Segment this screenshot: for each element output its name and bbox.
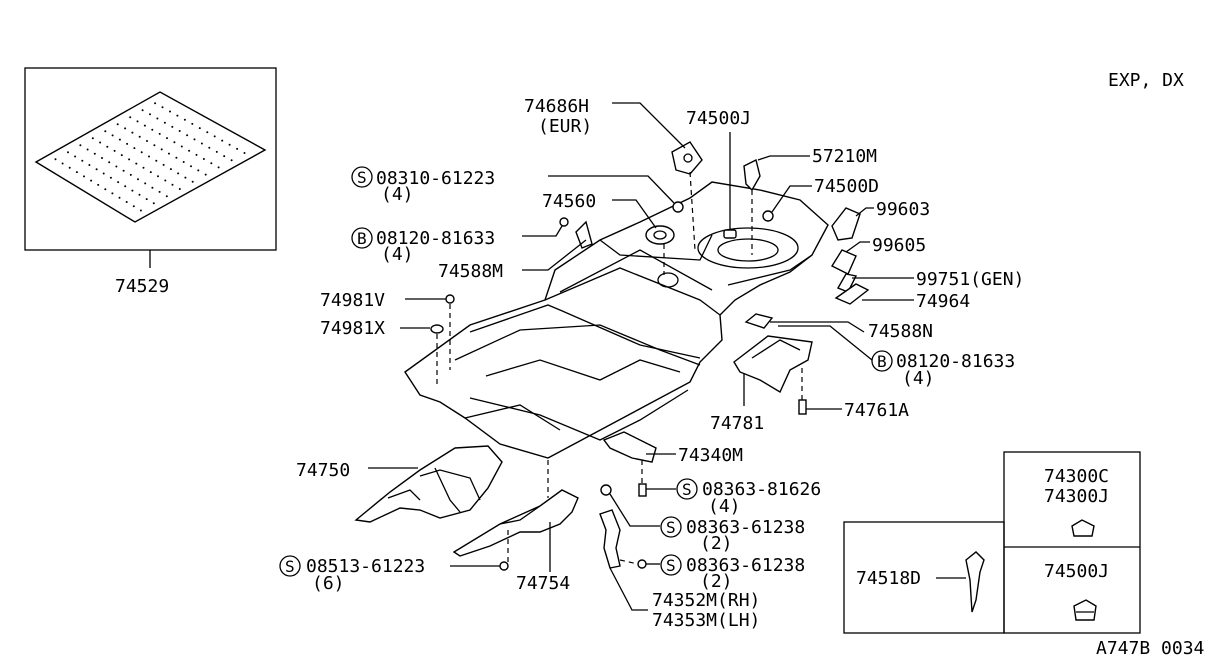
label-08513: 08513-61223 <box>306 556 425 577</box>
floor-mat-inset: 74529 <box>24 67 277 297</box>
label-08363-61238-b: 08363-61238 <box>686 555 805 576</box>
label-74500J-top: 74500J <box>686 108 751 129</box>
pad-74964 <box>834 283 870 305</box>
label-74352M: 74352M(RH) <box>652 590 760 611</box>
label-08120-right: 08120-81633 <box>896 351 1015 372</box>
screw-mark-61238-b: S <box>666 556 676 575</box>
seal-99605 <box>830 249 857 275</box>
plug-74300 <box>1071 519 1095 537</box>
label-57210M: 57210M <box>812 146 877 167</box>
label-74686H: 74686H <box>524 96 589 117</box>
label-99603: 99603 <box>876 199 930 220</box>
bracket-74686H <box>671 141 703 175</box>
label-08363-61238-a-qty: (2) <box>700 533 733 554</box>
label-99751: 99751(GEN) <box>916 269 1024 290</box>
label-74761A: 74761A <box>844 400 909 421</box>
grommet-57210M <box>743 158 761 192</box>
label-74754: 74754 <box>516 573 570 594</box>
clip-74518D <box>965 551 985 613</box>
bolt-left <box>575 220 593 249</box>
label-74981X: 74981X <box>320 318 385 339</box>
label-74353M: 74353M(LH) <box>652 610 760 631</box>
label-74500D: 74500D <box>814 176 879 197</box>
label-08120-left: 08120-81633 <box>376 228 495 249</box>
clip-99603 <box>831 207 861 241</box>
label-08363-61238-a: 08363-61238 <box>686 517 805 538</box>
label-08120-right-qty: (4) <box>902 368 935 389</box>
label-08120-left-qty: (4) <box>381 244 414 265</box>
label-74781: 74781 <box>710 413 764 434</box>
floor-panel <box>404 181 829 459</box>
screw-mark: S <box>357 168 367 187</box>
bracket-74340M <box>602 431 657 463</box>
bolt-mark-right: B <box>877 352 887 371</box>
label-08363-81626-qty: (4) <box>708 496 741 517</box>
label-74964: 74964 <box>916 291 970 312</box>
label-08363-81626: 08363-81626 <box>702 479 821 500</box>
label-99605: 99605 <box>872 235 926 256</box>
label-74529: 74529 <box>115 276 169 297</box>
bracket-74352M <box>599 509 621 569</box>
bolt-mark-left: B <box>357 229 367 248</box>
label-74300C: 74300C <box>1044 466 1109 487</box>
figure-id: A747B 0034 <box>1096 638 1204 659</box>
screw-mark-61238-a: S <box>666 518 676 537</box>
insulator-74754 <box>452 489 579 557</box>
label-08310-qty: (4) <box>381 184 414 205</box>
label-08513-qty: (6) <box>312 573 345 594</box>
label-74686H-note: (EUR) <box>538 116 592 137</box>
label-74588N: 74588N <box>868 321 933 342</box>
screw-mark-81626: S <box>682 480 692 499</box>
label-74518D: 74518D <box>856 568 921 589</box>
bracket-74781 <box>733 335 813 394</box>
variant-label: EXP, DX <box>1108 70 1184 91</box>
label-74588M: 74588M <box>438 261 503 282</box>
clip-boxes: 74518D 74300C 74300J 74500J <box>843 451 1141 634</box>
label-74560: 74560 <box>542 191 596 212</box>
label-08310: 08310-61223 <box>376 168 495 189</box>
label-74750: 74750 <box>296 460 350 481</box>
label-74340M: 74340M <box>678 445 743 466</box>
insulator-74750 <box>354 445 503 523</box>
label-74500J-box: 74500J <box>1044 561 1109 582</box>
plug-74500J <box>1073 599 1097 621</box>
screw-mark-08513: S <box>285 557 295 576</box>
label-74981V: 74981V <box>320 290 385 311</box>
label-74300J: 74300J <box>1044 486 1109 507</box>
label-08363-61238-b-qty: (2) <box>700 571 733 592</box>
